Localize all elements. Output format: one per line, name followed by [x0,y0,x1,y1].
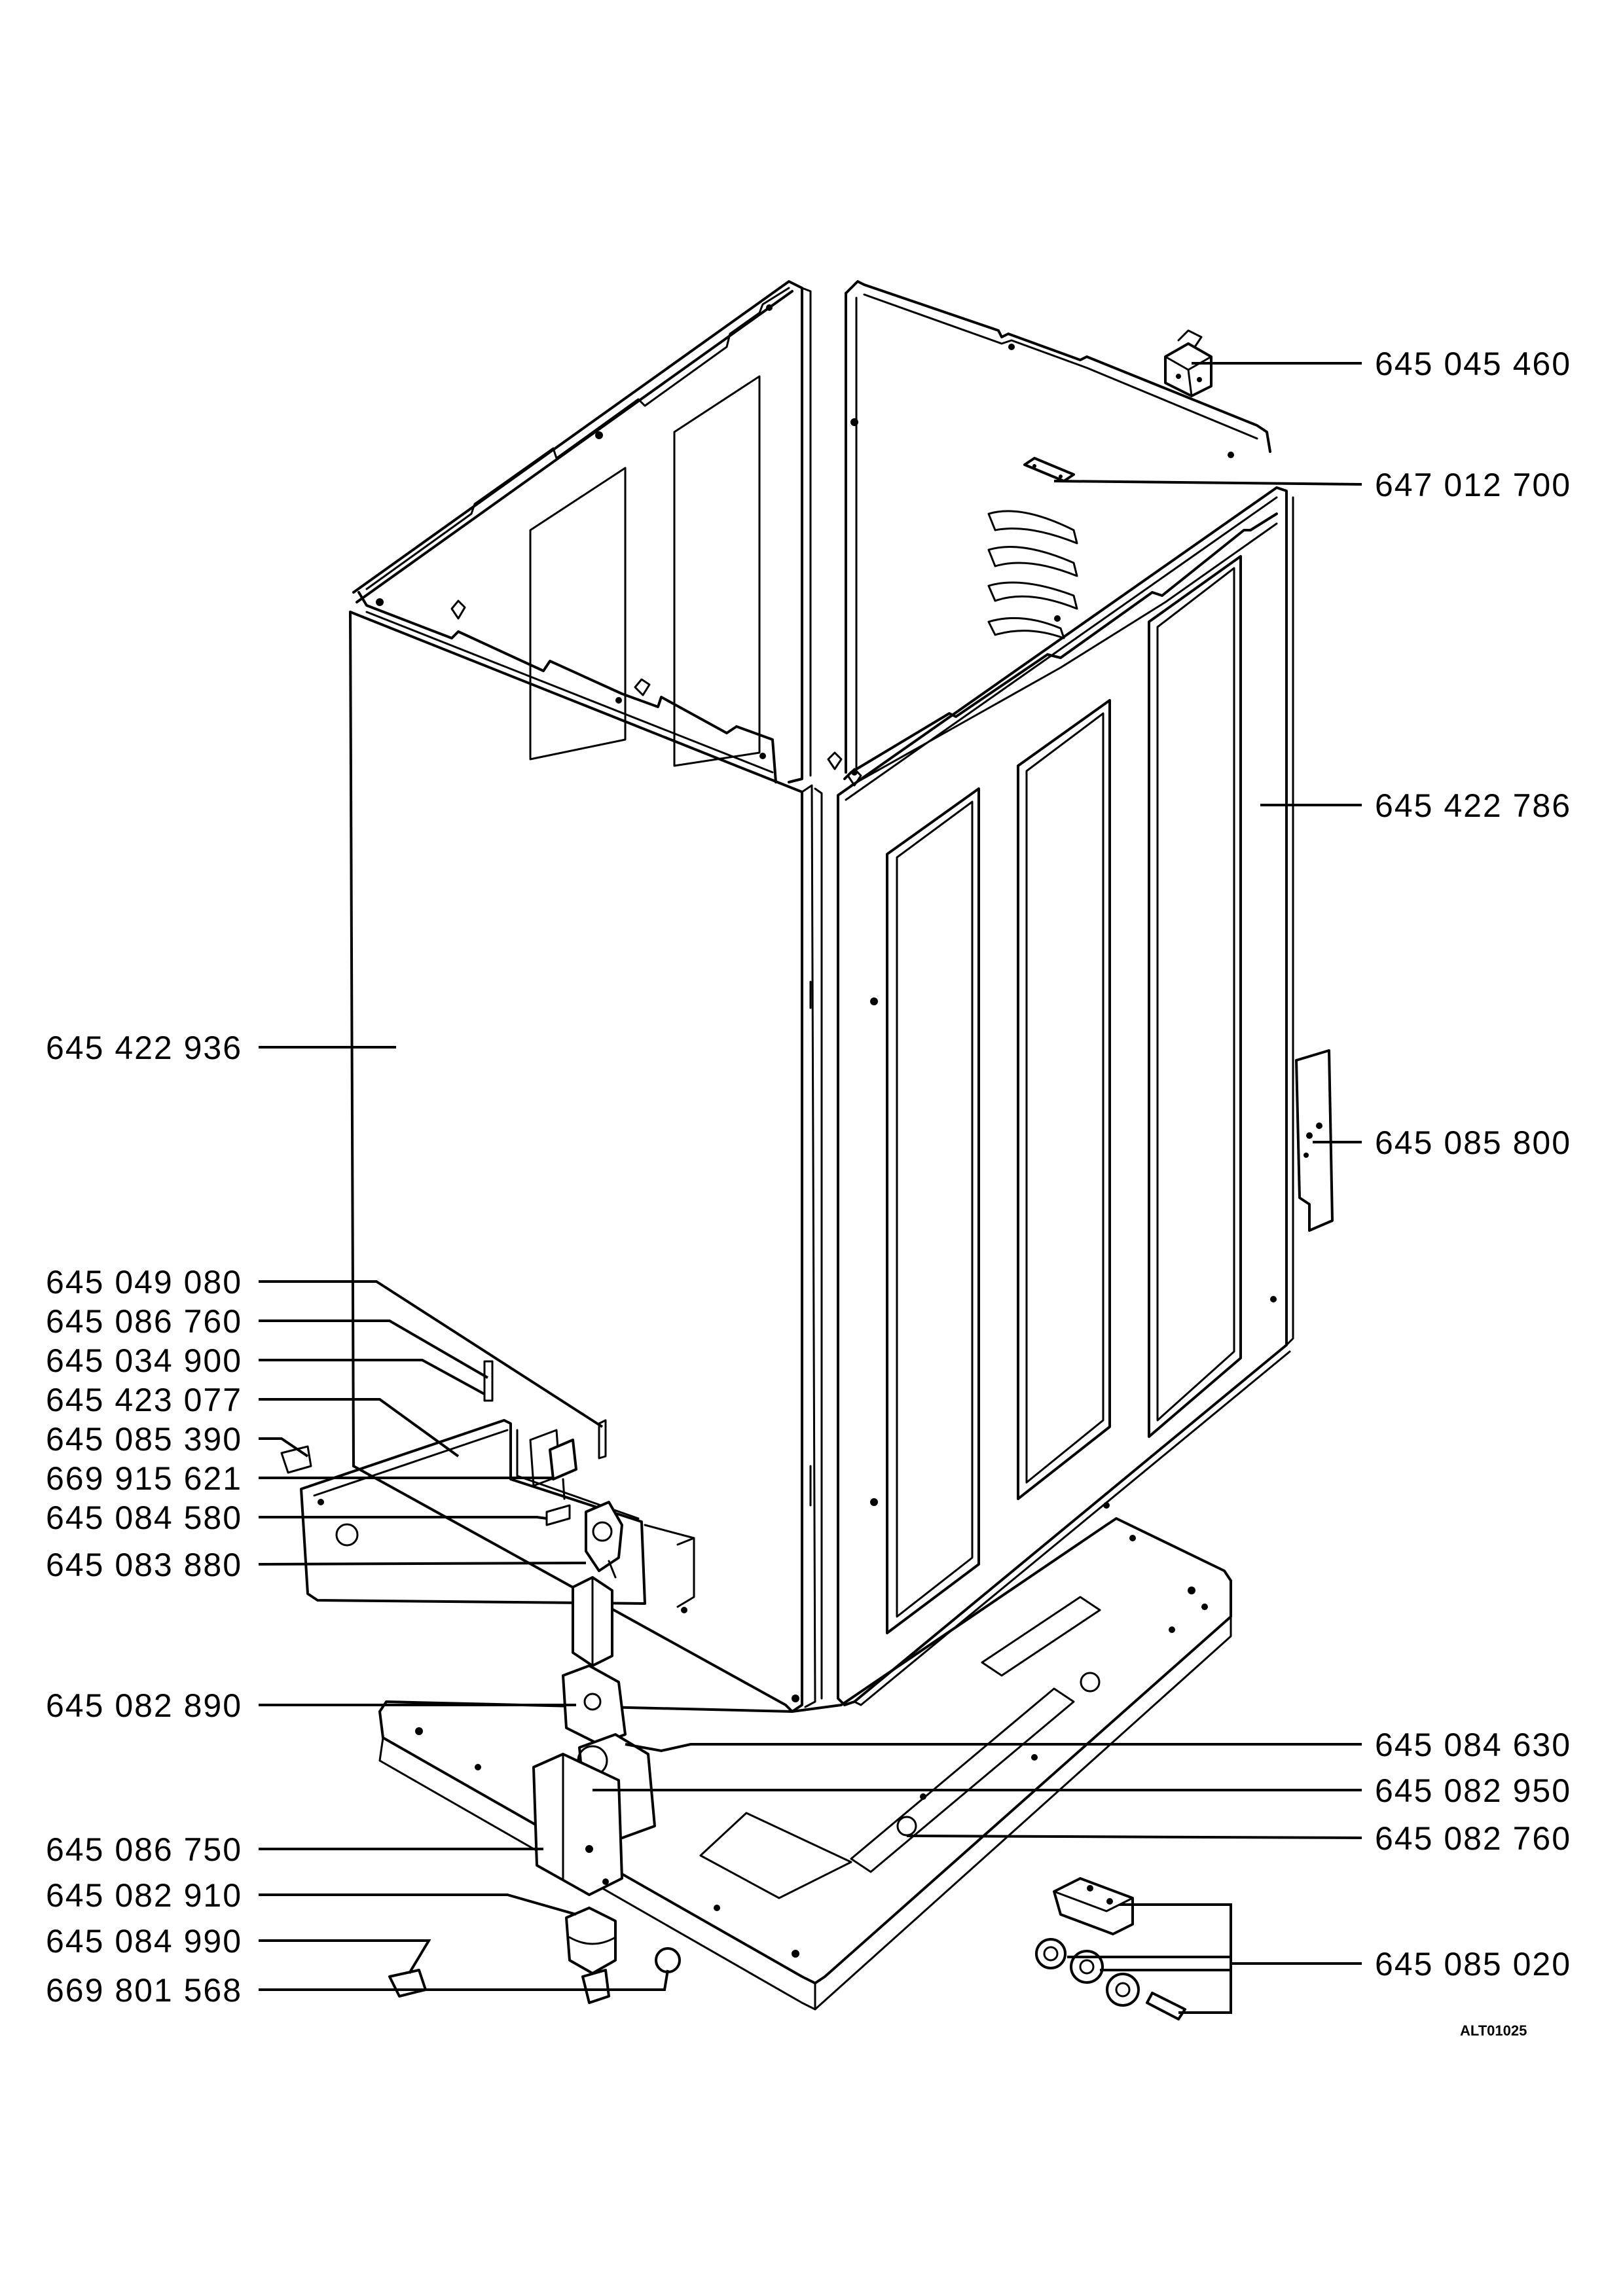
leader-lines [258,362,1362,2014]
part-number-labels: 645 045 460 647 012 700 645 422 786 645 … [46,346,1571,2039]
base-frame [378,1517,1232,2011]
part-label-645-085-800: 645 085 800 [1375,1124,1571,1161]
part-label-645-084-580: 645 084 580 [46,1499,242,1536]
drawing-code: ALT01025 [1460,2022,1527,2039]
left-side-panel [349,611,823,1713]
part-label-645-045-460: 645 045 460 [1375,346,1571,382]
part-label-645-082-950: 645 082 950 [1375,1772,1571,1809]
part-label-645-086-750: 645 086 750 [46,1831,242,1868]
lower-bracket-assembly [280,1360,695,1613]
part-label-669-915-621: 669 915 621 [46,1460,242,1497]
part-label-645-082-760: 645 082 760 [1375,1820,1571,1857]
part-label-669-801-568: 669 801 568 [46,1972,242,2009]
part-label-645-084-630: 645 084 630 [1375,1727,1571,1763]
part-label-645-085-390: 645 085 390 [46,1421,242,1458]
part-label-645-049-080: 645 049 080 [46,1264,242,1300]
cabinet-rear-left-panel [352,280,812,783]
part-label-645-422-936: 645 422 936 [46,1030,242,1066]
part-label-645-423-077: 645 423 077 [46,1382,242,1418]
caster-kit [1035,1877,1186,2020]
part-label-645-085-020: 645 085 020 [1375,1946,1571,1982]
corner-bracket-part [1164,329,1213,397]
small-plate-part [1023,457,1075,482]
front-panel [837,486,1294,1706]
part-label-645-083-880: 645 083 880 [46,1547,242,1583]
part-label-645-082-910: 645 082 910 [46,1877,242,1914]
part-label-645-086-760: 645 086 760 [46,1303,242,1340]
part-label-645-034-900: 645 034 900 [46,1342,242,1379]
side-strip-part [1295,1049,1334,1232]
part-label-645-422-786: 645 422 786 [1375,787,1571,824]
part-label-645-082-890: 645 082 890 [46,1687,242,1724]
part-label-647-012-700: 647 012 700 [1375,467,1571,503]
part-label-645-084-990: 645 084 990 [46,1923,242,1960]
